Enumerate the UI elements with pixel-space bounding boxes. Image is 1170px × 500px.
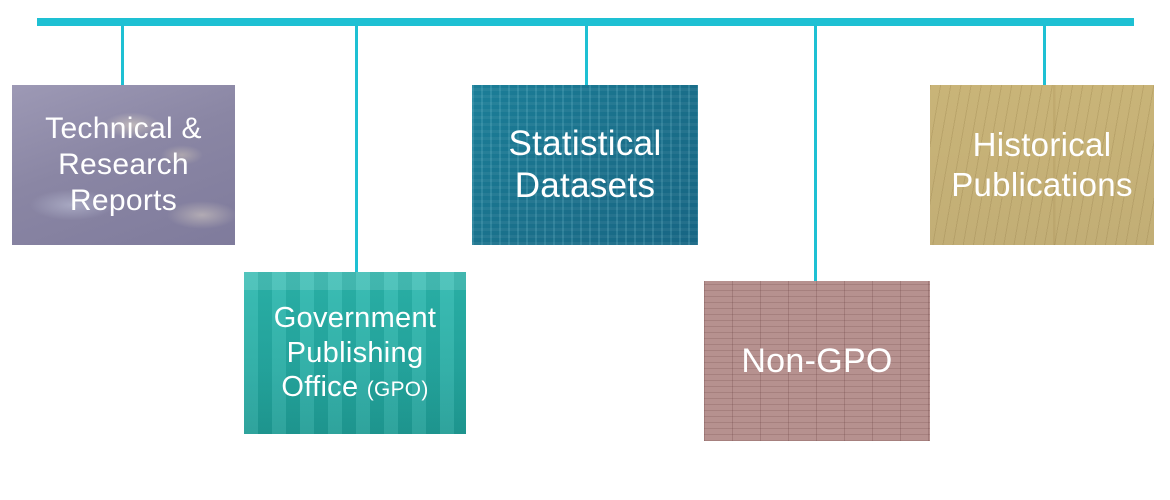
connector-stem-historical bbox=[1043, 24, 1046, 85]
node-label-line: Historical bbox=[972, 126, 1112, 164]
node-label-line: Office (GPO) bbox=[274, 370, 437, 405]
connector-stem-statistical bbox=[585, 24, 588, 85]
node-label-line: Reports bbox=[69, 184, 178, 217]
node-background-image bbox=[12, 85, 235, 245]
node-label-line: Datasets bbox=[514, 166, 656, 205]
node-background-image bbox=[244, 272, 466, 434]
node-label-line: Technical & bbox=[45, 112, 202, 145]
node-label-abbreviation: (GPO) bbox=[366, 378, 429, 402]
node-technical-research-reports: Technical & Research Reports bbox=[12, 85, 235, 245]
connector-stem-gpo bbox=[355, 24, 358, 272]
node-label-line: Publishing bbox=[286, 336, 424, 369]
node-label: Statistical Datasets bbox=[504, 123, 665, 207]
node-statistical-datasets: Statistical Datasets bbox=[472, 85, 698, 245]
node-background-image bbox=[472, 85, 698, 245]
node-label: Government Publishing Office (GPO) bbox=[270, 301, 441, 405]
node-label: Historical Publications bbox=[947, 125, 1137, 204]
node-label: Non-GPO bbox=[737, 341, 896, 382]
connector-stem-non-gpo bbox=[814, 24, 817, 281]
connector-bar bbox=[37, 18, 1134, 26]
node-label-line: Research bbox=[58, 148, 189, 181]
node-background-image bbox=[704, 281, 930, 441]
node-non-gpo: Non-GPO bbox=[704, 281, 930, 441]
node-label-line: Statistical bbox=[508, 124, 662, 163]
node-historical-publications: Historical Publications bbox=[930, 85, 1154, 245]
connector-stem-technical bbox=[121, 24, 124, 85]
node-label-line: Publications bbox=[951, 166, 1133, 203]
node-label-line: Government bbox=[273, 301, 437, 334]
node-label-line: Non-GPO bbox=[741, 341, 893, 380]
node-government-publishing-office: Government Publishing Office (GPO) bbox=[244, 272, 466, 434]
node-background-image bbox=[930, 85, 1154, 245]
node-label: Technical & Research Reports bbox=[41, 111, 206, 219]
node-label-text: Office bbox=[281, 371, 359, 404]
